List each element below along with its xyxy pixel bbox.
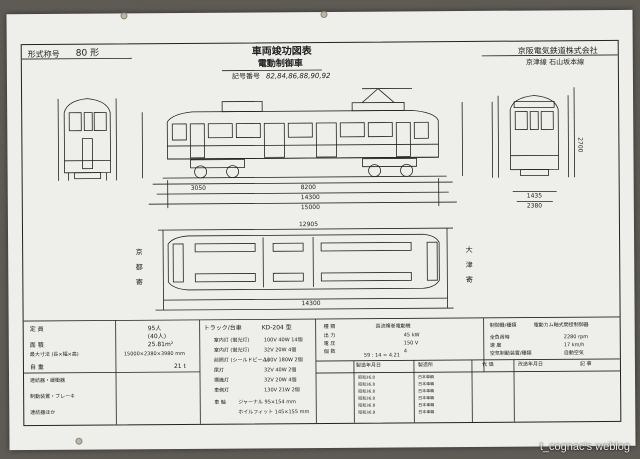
table-row: 昭和36.8 (358, 388, 376, 394)
side-view (141, 87, 464, 209)
blueprint-sheet: 形式称号 80 形 車両竣功図表 電動制御車 記号番号 82,84,86,88,… (6, 9, 636, 451)
table-row: 昭和36.8 (358, 381, 376, 387)
front-end-view (57, 98, 118, 181)
history-header: 製造所 (417, 362, 433, 369)
table-row: 日本車輌 (418, 388, 435, 394)
table-row: 日本車輌 (418, 381, 435, 387)
otsu-side-label: 大津寄 (465, 245, 474, 291)
pushpin (75, 437, 83, 445)
table-row: 日本車輌 (418, 395, 435, 401)
dim-14300: 14300 (300, 194, 320, 202)
table-row: 昭和36.8 (358, 409, 376, 415)
table-row: 日本車輌 (418, 374, 435, 380)
history-header: 記 事 (579, 361, 592, 368)
history-header: 製造年月日 (355, 362, 381, 369)
rear-end-view (491, 87, 576, 203)
drawing-frame: 形式称号 80 形 車両竣功図表 電動制御車 記号番号 82,84,86,88,… (20, 39, 622, 427)
dim-15000: 15000 (300, 204, 320, 212)
table-row: 日本車輌 (418, 402, 435, 408)
watermark: t_cognac's weblog (539, 441, 630, 453)
dim-14300-plan: 14300 (301, 300, 321, 308)
history-header: 代 価 (481, 361, 494, 368)
history-header: 改造年月日 (517, 361, 543, 368)
table-row: 昭和36.8 (358, 374, 375, 380)
dim-2380: 2380 (526, 202, 543, 210)
dim-8200: 8200 (300, 184, 317, 192)
dim-1435: 1435 (526, 192, 543, 200)
pushpin (320, 10, 328, 18)
vehicle-drawings (21, 54, 620, 425)
table-row: 日本車輌 (418, 409, 435, 415)
table-row: 昭和36.8 (358, 402, 376, 408)
dim-2700: 2700 (576, 137, 584, 153)
dim-12905: 12905 (298, 221, 319, 229)
kyoto-side-label: 京都寄 (135, 248, 144, 294)
plan-view (155, 227, 454, 311)
table-row: 昭和36.8 (358, 395, 376, 401)
dim-3050: 3050 (190, 184, 207, 192)
pushpin (120, 12, 128, 20)
